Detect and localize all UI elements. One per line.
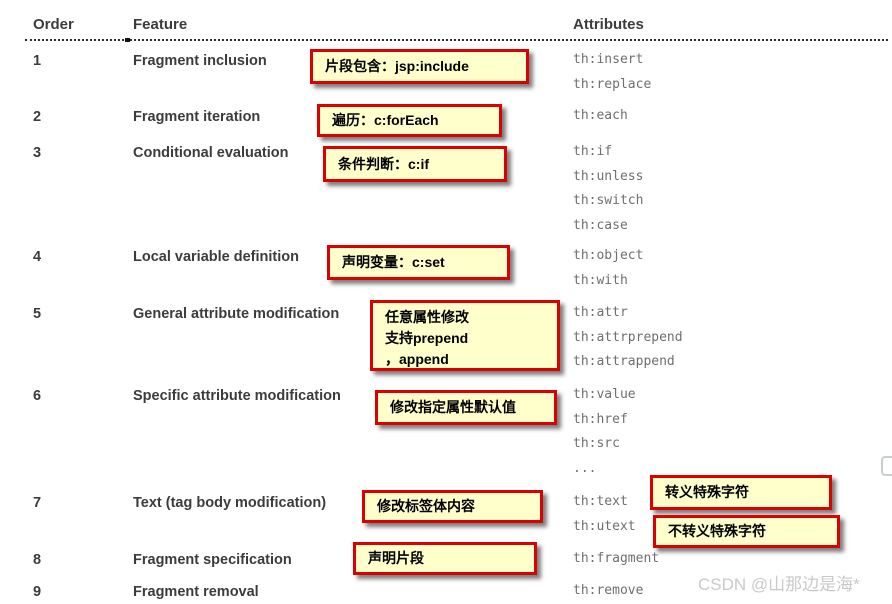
feature-cell: Local variable definition	[133, 249, 299, 265]
annotation-callout-specific-attribute: 修改指定属性默认值	[375, 390, 557, 425]
feature-cell: General attribute modification	[133, 306, 340, 322]
header-divider	[25, 39, 888, 41]
feature-cell: Fragment inclusion	[133, 53, 267, 69]
attributes-cell: th:text th:utext	[573, 490, 636, 539]
feature-cell: Fragment specification	[133, 552, 292, 568]
order-cell: 4	[33, 249, 42, 265]
attribute-item: th:object	[573, 248, 644, 263]
attribute-item: th:attrappend	[573, 354, 675, 370]
attributes-cell: th:fragment	[573, 547, 659, 572]
annotation-callout-fragment-spec: 声明片段	[353, 542, 537, 575]
attribute-item: ...	[573, 460, 597, 476]
annotation-callout-escape: 转义特殊字符	[650, 475, 832, 510]
annotation-callout-text-body: 修改标签体内容	[362, 490, 543, 523]
feature-cell: Fragment iteration	[133, 109, 261, 125]
attributes-cell: th:insert th:replace	[573, 48, 651, 97]
attribute-item: th:utext	[573, 518, 636, 534]
annotation-callout-general-attribute: 任意属性修改 支持prepend ，append	[370, 300, 560, 371]
feature-cell: Fragment removal	[133, 584, 259, 600]
annotation-callout-fragment-iteration: 遍历：c:forEach	[317, 104, 502, 137]
attribute-item: th:with	[573, 272, 628, 288]
feature-cell: Conditional evaluation	[133, 145, 289, 161]
csdn-watermark: CSDN @山那边是海*	[698, 575, 860, 594]
annotation-callout-no-escape: 不转义特殊字符	[653, 515, 840, 548]
attribute-item: th:href	[573, 411, 628, 427]
order-cell: 7	[33, 495, 42, 511]
attribute-item: th:switch	[573, 193, 644, 209]
order-cell: 2	[33, 109, 42, 125]
clipped-edge-widget	[881, 456, 892, 476]
order-cell: 3	[33, 145, 42, 161]
attribute-item: th:attrprepend	[573, 329, 683, 345]
order-cell: 8	[33, 552, 42, 568]
attribute-item: th:attr	[573, 305, 628, 320]
attribute-item: th:unless	[573, 168, 644, 184]
attribute-item: th:each	[573, 108, 628, 123]
attribute-item: th:if	[573, 144, 613, 159]
annotation-callout-fragment-inclusion: 片段包含：jsp:include	[310, 49, 529, 84]
order-cell: 9	[33, 584, 42, 600]
attribute-item: th:text	[573, 494, 628, 509]
attributes-cell: th:remove	[573, 579, 643, 604]
column-header-feature: Feature	[133, 16, 188, 33]
attributes-cell: th:if th:unless th:switch th:case	[573, 140, 643, 238]
attribute-item: th:insert	[573, 52, 644, 67]
attributes-cell: th:value th:href th:src ...	[573, 383, 636, 481]
attribute-item: th:fragment	[573, 551, 660, 566]
attribute-item: th:case	[573, 217, 628, 233]
attribute-item: th:replace	[573, 76, 652, 92]
annotation-callout-local-variable: 声明变量：c:set	[327, 245, 510, 280]
order-cell: 1	[33, 53, 42, 69]
attribute-item: th:remove	[573, 583, 644, 598]
attribute-item: th:src	[573, 436, 620, 452]
column-header-attributes: Attributes	[573, 16, 644, 33]
attributes-cell: th:each	[573, 104, 628, 129]
attribute-item: th:value	[573, 387, 636, 402]
attributes-cell: th:attr th:attrprepend th:attrappend	[573, 301, 683, 375]
order-cell: 5	[33, 306, 42, 322]
feature-cell: Text (tag body modification)	[133, 495, 327, 511]
attributes-cell: th:object th:with	[573, 244, 643, 293]
feature-cell: Specific attribute modification	[133, 388, 341, 404]
header-divider-tick	[125, 38, 130, 42]
order-cell: 6	[33, 388, 42, 404]
annotation-callout-conditional: 条件判断：c:if	[323, 146, 507, 182]
column-header-order: Order	[33, 16, 74, 33]
